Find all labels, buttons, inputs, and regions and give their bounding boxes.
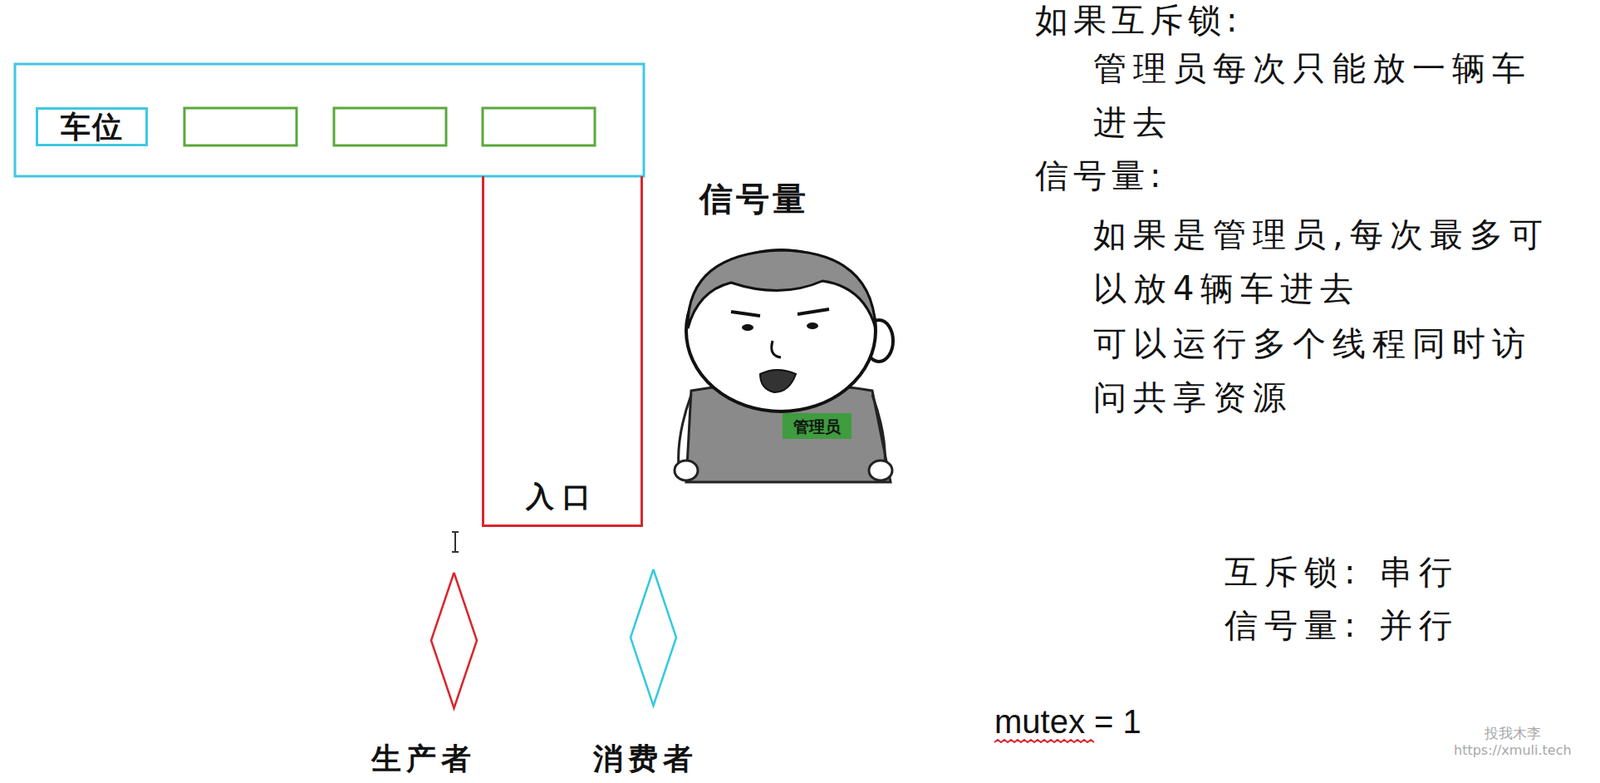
note-heading: 信号量: <box>1035 154 1166 197</box>
comparison-text: 互斥锁: 串行 <box>1224 550 1459 593</box>
watermark: https://xmuli.tech <box>1453 741 1572 759</box>
note-text: 可以运行多个线程同时访 问共享资源 <box>1093 316 1576 425</box>
node-text: 入口 <box>525 479 599 513</box>
parking-space <box>333 107 447 146</box>
note-text: 如果是管理员,每次最多可 以放4辆车进去 <box>1093 207 1576 316</box>
parking-space <box>482 107 595 146</box>
producer-diamond: 生产者 <box>348 568 516 781</box>
parking-space <box>184 107 297 146</box>
diamond-shape <box>431 572 477 708</box>
admin-figure <box>674 250 894 482</box>
node-text: 车位 <box>60 110 124 144</box>
node-text: 消费者 <box>564 741 727 776</box>
parking-slot-box: 车位 <box>35 107 148 147</box>
text-cursor <box>451 531 459 552</box>
parking-lot <box>14 63 644 177</box>
comparison-text: 信号量: 并行 <box>1224 603 1459 646</box>
node-text: 生产者 <box>348 741 499 776</box>
diamond-outline <box>629 568 678 707</box>
semaphore-title: 信号量 <box>699 177 810 220</box>
note-heading: 如果互斥锁: <box>1035 1 1242 39</box>
admin-badge: 管理员 <box>782 412 852 439</box>
watermark: 投我木李 <box>1484 724 1542 742</box>
diamond-outline <box>430 571 478 709</box>
node-text: 管理员 <box>793 416 841 437</box>
entrance-box: 入口 <box>481 176 643 527</box>
consumer-diamond: 消费者 <box>564 564 732 777</box>
note-text: 管理员每次只能放一辆车 进去 <box>1093 41 1576 150</box>
diamond-shape <box>630 569 677 706</box>
code-text: mutex = 1 <box>994 701 1142 742</box>
spellcheck-squiggle <box>994 739 1095 742</box>
